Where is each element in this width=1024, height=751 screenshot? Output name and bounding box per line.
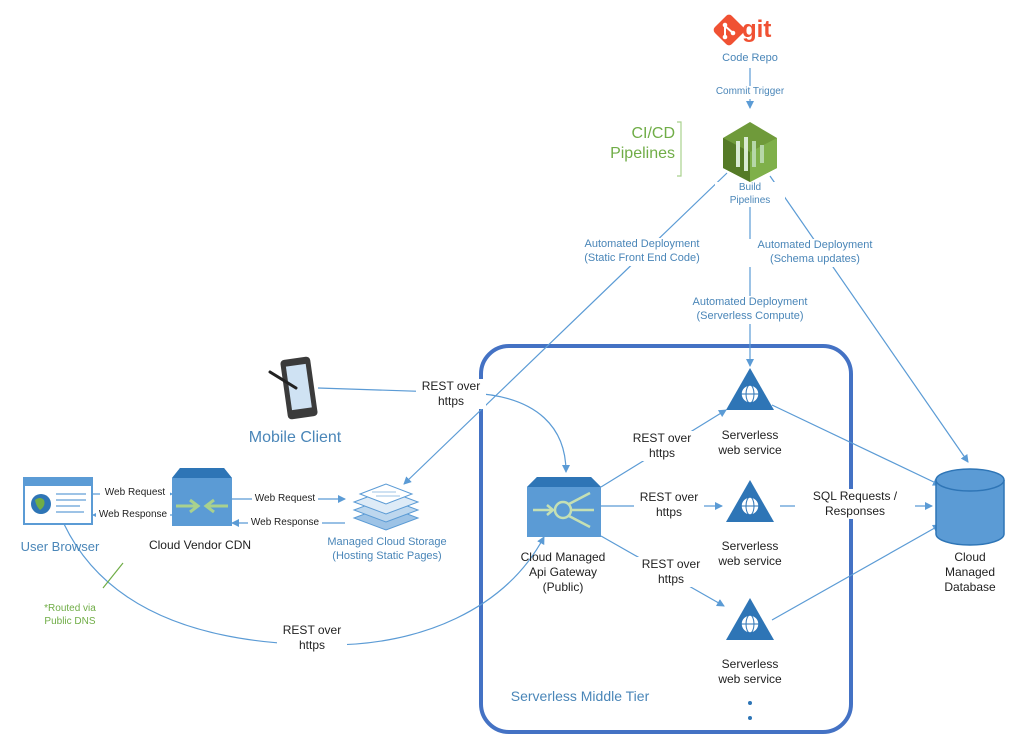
gateway-label: Cloud Managed Api Gateway (Public): [520, 550, 606, 594]
service-icon-3: [726, 598, 774, 640]
middle-tier-boundary: [479, 344, 853, 734]
user-browser-label: User Browser: [20, 539, 100, 554]
cdn-web-request-label: Web Request: [252, 493, 318, 506]
deploy-compute-label: Automated Deployment (Serverless Compute…: [680, 296, 820, 324]
service-icon-2: [726, 480, 774, 522]
continuation-dot: [748, 701, 752, 705]
cdn-web-response-label: Web Response: [248, 517, 322, 530]
service3-to-db-line: [771, 524, 941, 621]
service-icon-1: [726, 368, 774, 410]
cdn-icon: [172, 468, 232, 526]
middle-tier-label: Serverless Middle Tier: [510, 688, 650, 704]
build-pipelines-label: Build Pipelines: [715, 182, 785, 207]
sql-label: SQL Requests / Responses: [795, 489, 915, 519]
deploy-schema-label: Automated Deployment (Schema updates): [745, 239, 885, 267]
deploy-schema-line: [769, 175, 969, 463]
gateway-rest-mid-label: REST over https: [634, 490, 704, 520]
cicd-bracket: [677, 121, 682, 177]
service-label-2: Serverless web service: [718, 539, 782, 568]
service-label-1: Serverless web service: [718, 428, 782, 457]
api-gateway-icon: [527, 477, 601, 537]
mobile-rest-label: REST over https: [416, 379, 486, 409]
code-repo-label: Code Repo: [722, 52, 778, 64]
gateway-rest-top-label: REST over https: [627, 431, 697, 461]
storage-label: Managed Cloud Storage (Hosting Static Pa…: [327, 536, 447, 562]
deploy-static-label: Automated Deployment (Static Front End C…: [572, 238, 712, 266]
routed-note-pointer: [102, 562, 124, 589]
database-label: Cloud Managed Database: [944, 550, 996, 594]
git-logo-icon: [713, 14, 745, 46]
git-logo-text: git: [742, 16, 772, 43]
commit-trigger-label: Commit Trigger: [700, 86, 800, 99]
routed-dns-note: *Routed via Public DNS: [44, 603, 96, 627]
deploy-static-line: [403, 172, 728, 485]
mobile-device-icon: [268, 356, 318, 420]
gateway-rest-bot-label: REST over https: [636, 557, 706, 587]
database-icon: [935, 468, 1005, 546]
cloud-storage-icon: [352, 483, 420, 531]
mobile-client-label: Mobile Client: [248, 429, 342, 446]
service1-to-db-line: [771, 404, 941, 486]
browser-web-request-label: Web Request: [100, 487, 170, 500]
browser-web-response-label: Web Response: [96, 509, 170, 522]
cdn-label: Cloud Vendor CDN: [148, 538, 252, 552]
browser-rest-label: REST over https: [277, 623, 347, 653]
service-label-3: Serverless web service: [718, 657, 782, 686]
continuation-dot: [748, 716, 752, 720]
browser-window-icon: [23, 477, 93, 525]
cicd-title: CI/CD Pipelines: [610, 125, 675, 162]
build-pipelines-icon: [723, 122, 777, 182]
